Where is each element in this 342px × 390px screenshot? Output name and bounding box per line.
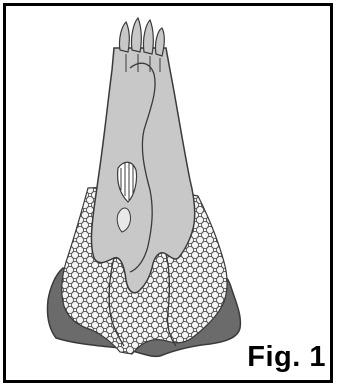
figure-caption: Fig. 1 (247, 343, 326, 372)
upper-part (91, 48, 194, 293)
